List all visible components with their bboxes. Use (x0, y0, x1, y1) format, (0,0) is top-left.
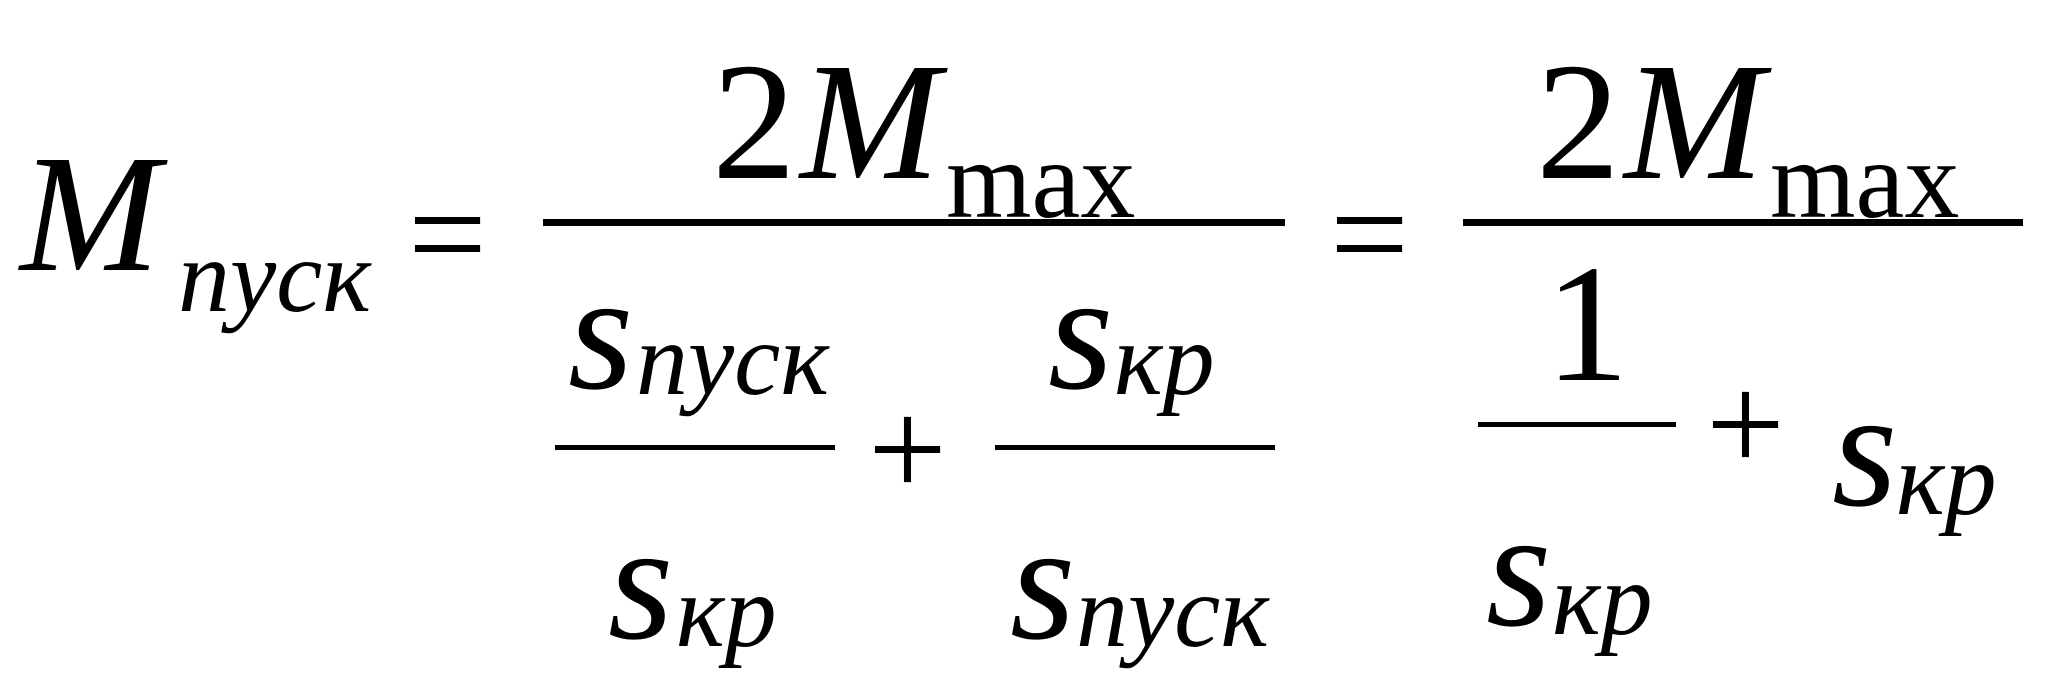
term2-den-subscript: пуск (1076, 554, 1269, 669)
term1-num-subscript: пуск (636, 302, 829, 417)
plus-sign-1: + (868, 372, 947, 527)
frac1-num-coef: 2 (712, 29, 796, 215)
frac1-num-symbol: M (800, 29, 940, 215)
term2-bar (995, 445, 1275, 450)
inner-bar (1478, 422, 1676, 427)
lhs-subscript: пуск (178, 219, 371, 334)
equals-sign-1: = (408, 157, 487, 312)
term1-bar (555, 445, 835, 450)
term2-num-subscript: кр (1114, 302, 1215, 417)
frac2-num-coef: 2 (1536, 29, 1620, 215)
term1-den-subscript: кр (676, 554, 777, 669)
lhs-symbol: M (20, 121, 160, 307)
term1-num-symbol: s (568, 239, 634, 425)
addend-symbol: s (1832, 356, 1898, 542)
inner-num: 1 (1545, 231, 1629, 417)
term2-den-symbol: s (1010, 489, 1076, 675)
term1-den-symbol: s (608, 489, 674, 675)
frac2-num-symbol: M (1624, 29, 1764, 215)
addend-subscript: кр (1896, 422, 1997, 537)
inner-den-symbol: s (1486, 476, 1552, 662)
term2-num-symbol: s (1048, 239, 1114, 425)
frac1-main-bar (543, 219, 1285, 226)
equals-sign-2: = (1330, 157, 1409, 312)
frac1-num-subscript: max (946, 119, 1136, 241)
inner-den-subscript: кр (1552, 542, 1653, 657)
frac2-num-subscript: max (1770, 119, 1960, 241)
frac2-main-bar (1463, 219, 2023, 226)
plus-sign-2: + (1706, 347, 1785, 502)
